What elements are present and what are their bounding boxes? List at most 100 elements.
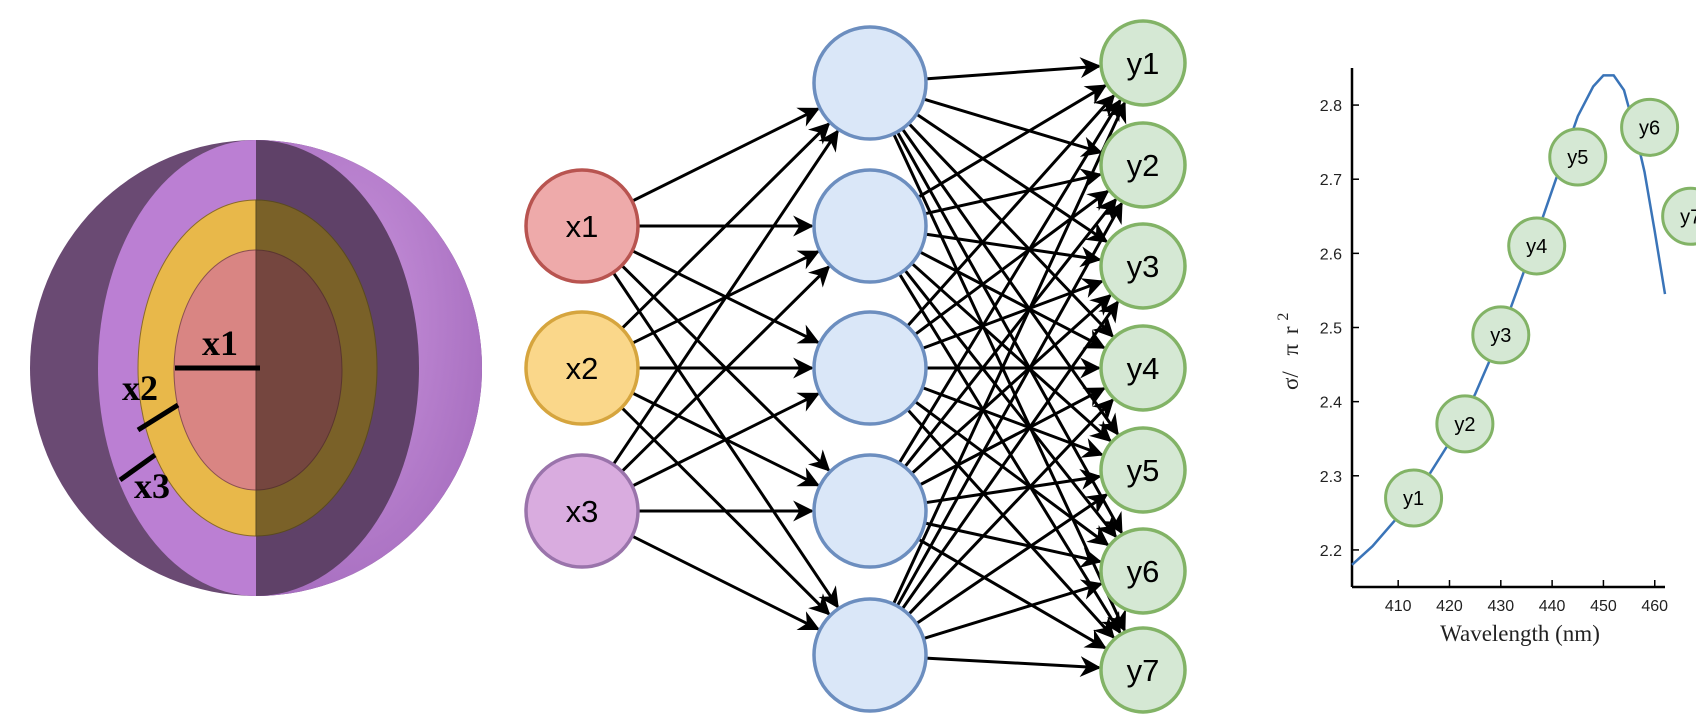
marker-label-y5: y5 [1567, 147, 1588, 169]
hidden-node-5 [812, 597, 928, 713]
marker-label-y3: y3 [1490, 325, 1511, 347]
edge-hidden1-output1 [925, 57, 1102, 81]
marker-y6 [1620, 97, 1680, 157]
edge-hidden3-output1 [906, 94, 1116, 328]
edge-input1-hidden1 [631, 107, 820, 203]
x-tick-label: 430 [1487, 598, 1514, 615]
output-node-y5-label: y5 [1127, 453, 1160, 488]
output-node-y1 [1099, 19, 1187, 107]
x-tick-label: 450 [1590, 598, 1617, 615]
core-right [255, 249, 343, 491]
edge-hidden3-output6 [914, 400, 1110, 546]
edge-hidden4-output4 [918, 387, 1106, 487]
input-node-x2 [524, 310, 640, 426]
x3-thickness-line [118, 452, 157, 483]
output-layer: y1 y2 y3 y4 y5 y6 y7 [1099, 19, 1187, 714]
x3-label: x3 [134, 466, 170, 506]
y-tick-label: 2.5 [1320, 321, 1342, 338]
x-tick-label: 440 [1539, 598, 1566, 615]
y-tick-group: 2.2 2.3 2.4 2.5 2.6 2.7 2.8 [1320, 98, 1359, 560]
edge-hidden5-output4 [907, 398, 1115, 616]
edge-hidden4-output6 [924, 521, 1103, 568]
y-tick-label: 2.6 [1320, 246, 1342, 263]
edge-hidden2-output7 [898, 272, 1122, 635]
hidden-node-3 [812, 310, 928, 426]
marker-label-y6: y6 [1639, 117, 1660, 139]
output-node-y5 [1099, 426, 1187, 514]
y-tick-label: 2.4 [1320, 395, 1342, 412]
marker-y7 [1661, 186, 1696, 246]
hidden-node-2 [812, 168, 928, 284]
edge-hidden4-output7 [917, 537, 1107, 650]
edge-hidden1-output7 [892, 133, 1126, 633]
output-node-y1-label: y1 [1127, 46, 1160, 81]
x-axis-label: Wavelength (nm) [1440, 621, 1600, 646]
edge-hidden4-output1 [897, 98, 1122, 464]
y-tick-label: 2.2 [1320, 543, 1342, 560]
marker-y1 [1384, 468, 1444, 528]
core-shell-sphere: x1 x2 x3 [30, 140, 482, 596]
marker-y3 [1471, 305, 1531, 365]
y-tick-label: 2.8 [1320, 98, 1342, 115]
marker-label-y1: y1 [1403, 488, 1424, 510]
edge-input3-hidden5 [631, 534, 821, 631]
edge-hidden4-output3 [910, 293, 1112, 475]
hidden-node-1 [812, 25, 928, 141]
output-node-y2 [1099, 121, 1187, 209]
x-tick-label: 420 [1436, 598, 1463, 615]
edge-input2-hidden1 [620, 122, 831, 330]
edge-hidden5-output3 [900, 300, 1119, 611]
y-tick-label: 2.3 [1320, 469, 1342, 486]
edge-hidden4-output2 [903, 197, 1118, 468]
edge-input3-hidden3 [631, 392, 820, 488]
output-node-y4 [1099, 324, 1187, 412]
edge-hidden4-output5 [925, 468, 1102, 505]
output-node-y7 [1099, 626, 1187, 714]
network-connections [611, 57, 1127, 678]
y-axis-label-r: r [1278, 326, 1303, 334]
input-node-x1-label: x1 [566, 209, 599, 244]
edge-hidden2-output1 [917, 84, 1108, 199]
y-axis-label-exp: 2 [1275, 313, 1292, 321]
spectrum-chart: 2.2 2.3 2.4 2.5 2.6 2.7 2.8 410 420 430 440 450 460… [1275, 68, 1696, 646]
marker-label-y7: y7 [1680, 206, 1696, 228]
x-tick-group: 410 420 430 440 450 460 [1385, 580, 1668, 615]
edge-hidden1-output4 [907, 122, 1115, 338]
x2-thickness-line [136, 402, 180, 433]
x-tick-label: 460 [1641, 598, 1668, 615]
y-tick-label: 2.7 [1320, 172, 1342, 189]
edge-hidden3-output2 [914, 190, 1110, 336]
marker-y2 [1435, 394, 1495, 454]
input-node-x3-label: x3 [566, 494, 599, 529]
y-axis-label-pi: π [1278, 343, 1303, 355]
marker-y5 [1548, 127, 1608, 187]
output-node-y7-label: y7 [1127, 653, 1160, 688]
edge-hidden5-output1 [892, 101, 1127, 605]
output-node-y3-label: y3 [1127, 249, 1160, 284]
output-node-y4-label: y4 [1127, 351, 1160, 386]
y-axis-label: σ/ π r 2 [1275, 313, 1303, 390]
x-tick-label: 410 [1385, 598, 1412, 615]
edge-input3-hidden1 [612, 129, 839, 466]
input-node-x3 [524, 453, 640, 569]
edge-hidden5-output7 [925, 656, 1102, 678]
edge-hidden1-output3 [915, 112, 1109, 243]
output-node-y2-label: y2 [1127, 148, 1160, 183]
y-axis-label-sigma: σ/ [1278, 371, 1303, 390]
edge-hidden5-output5 [915, 493, 1109, 625]
x1-label: x1 [202, 323, 238, 363]
input-layer: x1 x2 x3 [524, 168, 640, 569]
edge-hidden1-output2 [923, 97, 1103, 157]
hidden-node-4 [812, 453, 928, 569]
neural-network: x1 x2 x3 y1 y2 y3 y4 y5 y6 [524, 19, 1187, 714]
input-node-x1 [524, 168, 640, 284]
output-node-y6 [1099, 527, 1187, 615]
hidden-layer [812, 25, 928, 713]
marker-y4 [1507, 216, 1567, 276]
output-node-y6-label: y6 [1127, 554, 1160, 589]
edge-hidden5-output6 [923, 579, 1103, 640]
edge-input3-hidden2 [620, 265, 831, 473]
output-node-y3 [1099, 222, 1187, 310]
